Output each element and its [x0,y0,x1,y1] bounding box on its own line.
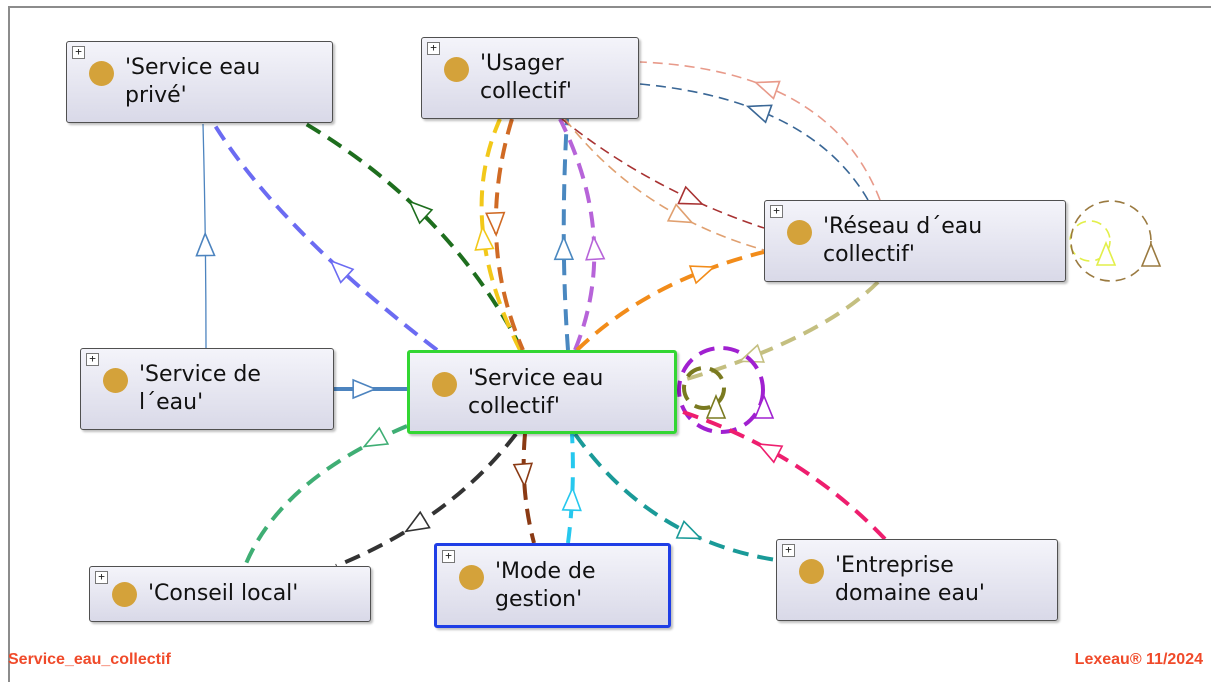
edge-arrowhead-11 [745,104,773,124]
node-label: 'Réseau d´eau collectif' [823,214,983,267]
class-circle-icon [459,565,484,590]
expand-icon[interactable]: + [95,571,108,584]
class-node-service-eau-prive[interactable]: + 'Service eau privé' [66,41,333,123]
edge-arrowhead-2 [195,231,216,257]
node-label: 'Service eau privé' [125,55,261,108]
edge-arrowhead-10 [753,80,781,100]
edge-service_eau_collectif-usager_collectif-6[interactable] [561,118,570,351]
edge-service_eau_collectif-conseil_local-19[interactable] [335,432,518,568]
class-circle-icon [432,372,457,397]
class-node-usager-collectif[interactable]: + 'Usager collectif' [421,37,639,119]
edge-arrowhead-15 [1140,241,1162,267]
class-node-reseau-eau-collectif[interactable]: + 'Réseau d´eau collectif' [764,200,1066,282]
edge-arrowhead-6 [553,235,575,261]
edge-arrowhead-17 [705,393,727,419]
edge-service_eau_collectif-reseau_eau_collectif-12[interactable] [575,250,765,352]
expand-icon[interactable]: + [770,205,783,218]
node-label: 'Conseil local' [148,581,299,606]
class-node-entreprise-domaine-eau[interactable]: + 'Entreprise domaine eau' [776,539,1058,621]
expand-icon[interactable]: + [72,46,85,59]
edge-arrowhead-8 [677,185,705,205]
class-circle-icon [89,61,114,86]
edge-service_eau_collectif-mode_de_gestion-20[interactable] [521,433,536,544]
expand-icon[interactable]: + [782,544,795,557]
class-circle-icon [799,559,824,584]
node-label: 'Service eau collectif' [468,366,604,419]
edge-entreprise_domaine_eau-service_eau_collectif-23[interactable] [676,408,887,541]
edge-conseil_local-service_eau_collectif-18[interactable] [243,424,408,567]
expand-icon[interactable]: + [442,550,455,563]
edge-reseau_eau_collectif-reseau_eau_collectif-15[interactable] [1070,200,1152,282]
edge-arrowhead-1 [408,199,434,225]
edge-arrowhead-12 [688,265,716,285]
edge-service_eau_collectif-service_eau_prive-0[interactable] [212,122,439,352]
edge-arrowhead-18 [362,426,390,448]
node-label: 'Mode de gestion' [495,559,596,612]
edge-arrowhead-20 [512,462,534,489]
class-circle-icon [103,368,128,393]
edge-reseau_eau_collectif-usager_collectif-11[interactable] [639,83,869,201]
edge-arrowhead-9 [666,203,694,224]
copyright-label: Lexeau® 11/2024 [1074,651,1203,668]
edge-arrowhead-16 [753,393,775,419]
edge-usager_collectif-reseau_eau_collectif-9[interactable] [564,118,765,251]
edge-service_eau_collectif-entreprise_domaine_eau-22[interactable] [573,432,777,562]
edge-arrowhead-14 [1095,240,1117,266]
edge-usager_collectif-service_eau_collectif-5[interactable] [493,118,525,351]
edge-arrowhead-22 [675,519,703,540]
edge-arrowhead-19 [404,510,431,533]
class-circle-icon [112,582,137,607]
edge-arrowhead-0 [329,259,355,284]
edge-arrowhead-4 [474,225,495,251]
edge-arrowhead-5 [485,211,506,238]
class-node-mode-de-gestion[interactable]: + 'Mode de gestion' [434,543,671,628]
class-circle-icon [787,220,812,245]
node-label: 'Service de l´eau' [139,362,261,415]
edge-reseau_eau_collectif-reseau_eau_collectif-14[interactable] [1069,220,1111,262]
edge-service_eau_collectif-service_eau_prive-1[interactable] [304,122,524,351]
node-label: 'Usager collectif' [480,51,572,104]
edge-reseau_eau_collectif-service_eau_collectif-13[interactable] [679,280,880,383]
edge-arrowhead-23 [756,443,784,464]
edge-service_eau_collectif-service_eau_collectif-16[interactable] [677,346,765,434]
edge-arrowhead-21 [561,486,582,512]
edge-arrowhead-7 [585,235,606,261]
edge-reseau_eau_collectif-usager_collectif-10[interactable] [639,61,881,201]
edge-service_eau_collectif-service_eau_collectif-17[interactable] [682,366,726,410]
expand-icon[interactable]: + [427,42,440,55]
class-node-service-de-leau[interactable]: + 'Service de l´eau' [80,348,334,430]
expand-icon[interactable]: + [86,353,99,366]
class-node-service-eau-collectif[interactable]: 'Service eau collectif' [407,350,677,434]
edge-arrowhead-3 [352,378,378,400]
class-node-conseil-local[interactable]: + 'Conseil local' [89,566,371,622]
ontology-name: Service_eau_collectif [8,651,171,668]
node-label: 'Entreprise domaine eau' [835,553,985,606]
canvas-frame [8,6,1211,682]
class-circle-icon [444,57,469,82]
edge-usager_collectif-reseau_eau_collectif-8[interactable] [561,118,765,229]
